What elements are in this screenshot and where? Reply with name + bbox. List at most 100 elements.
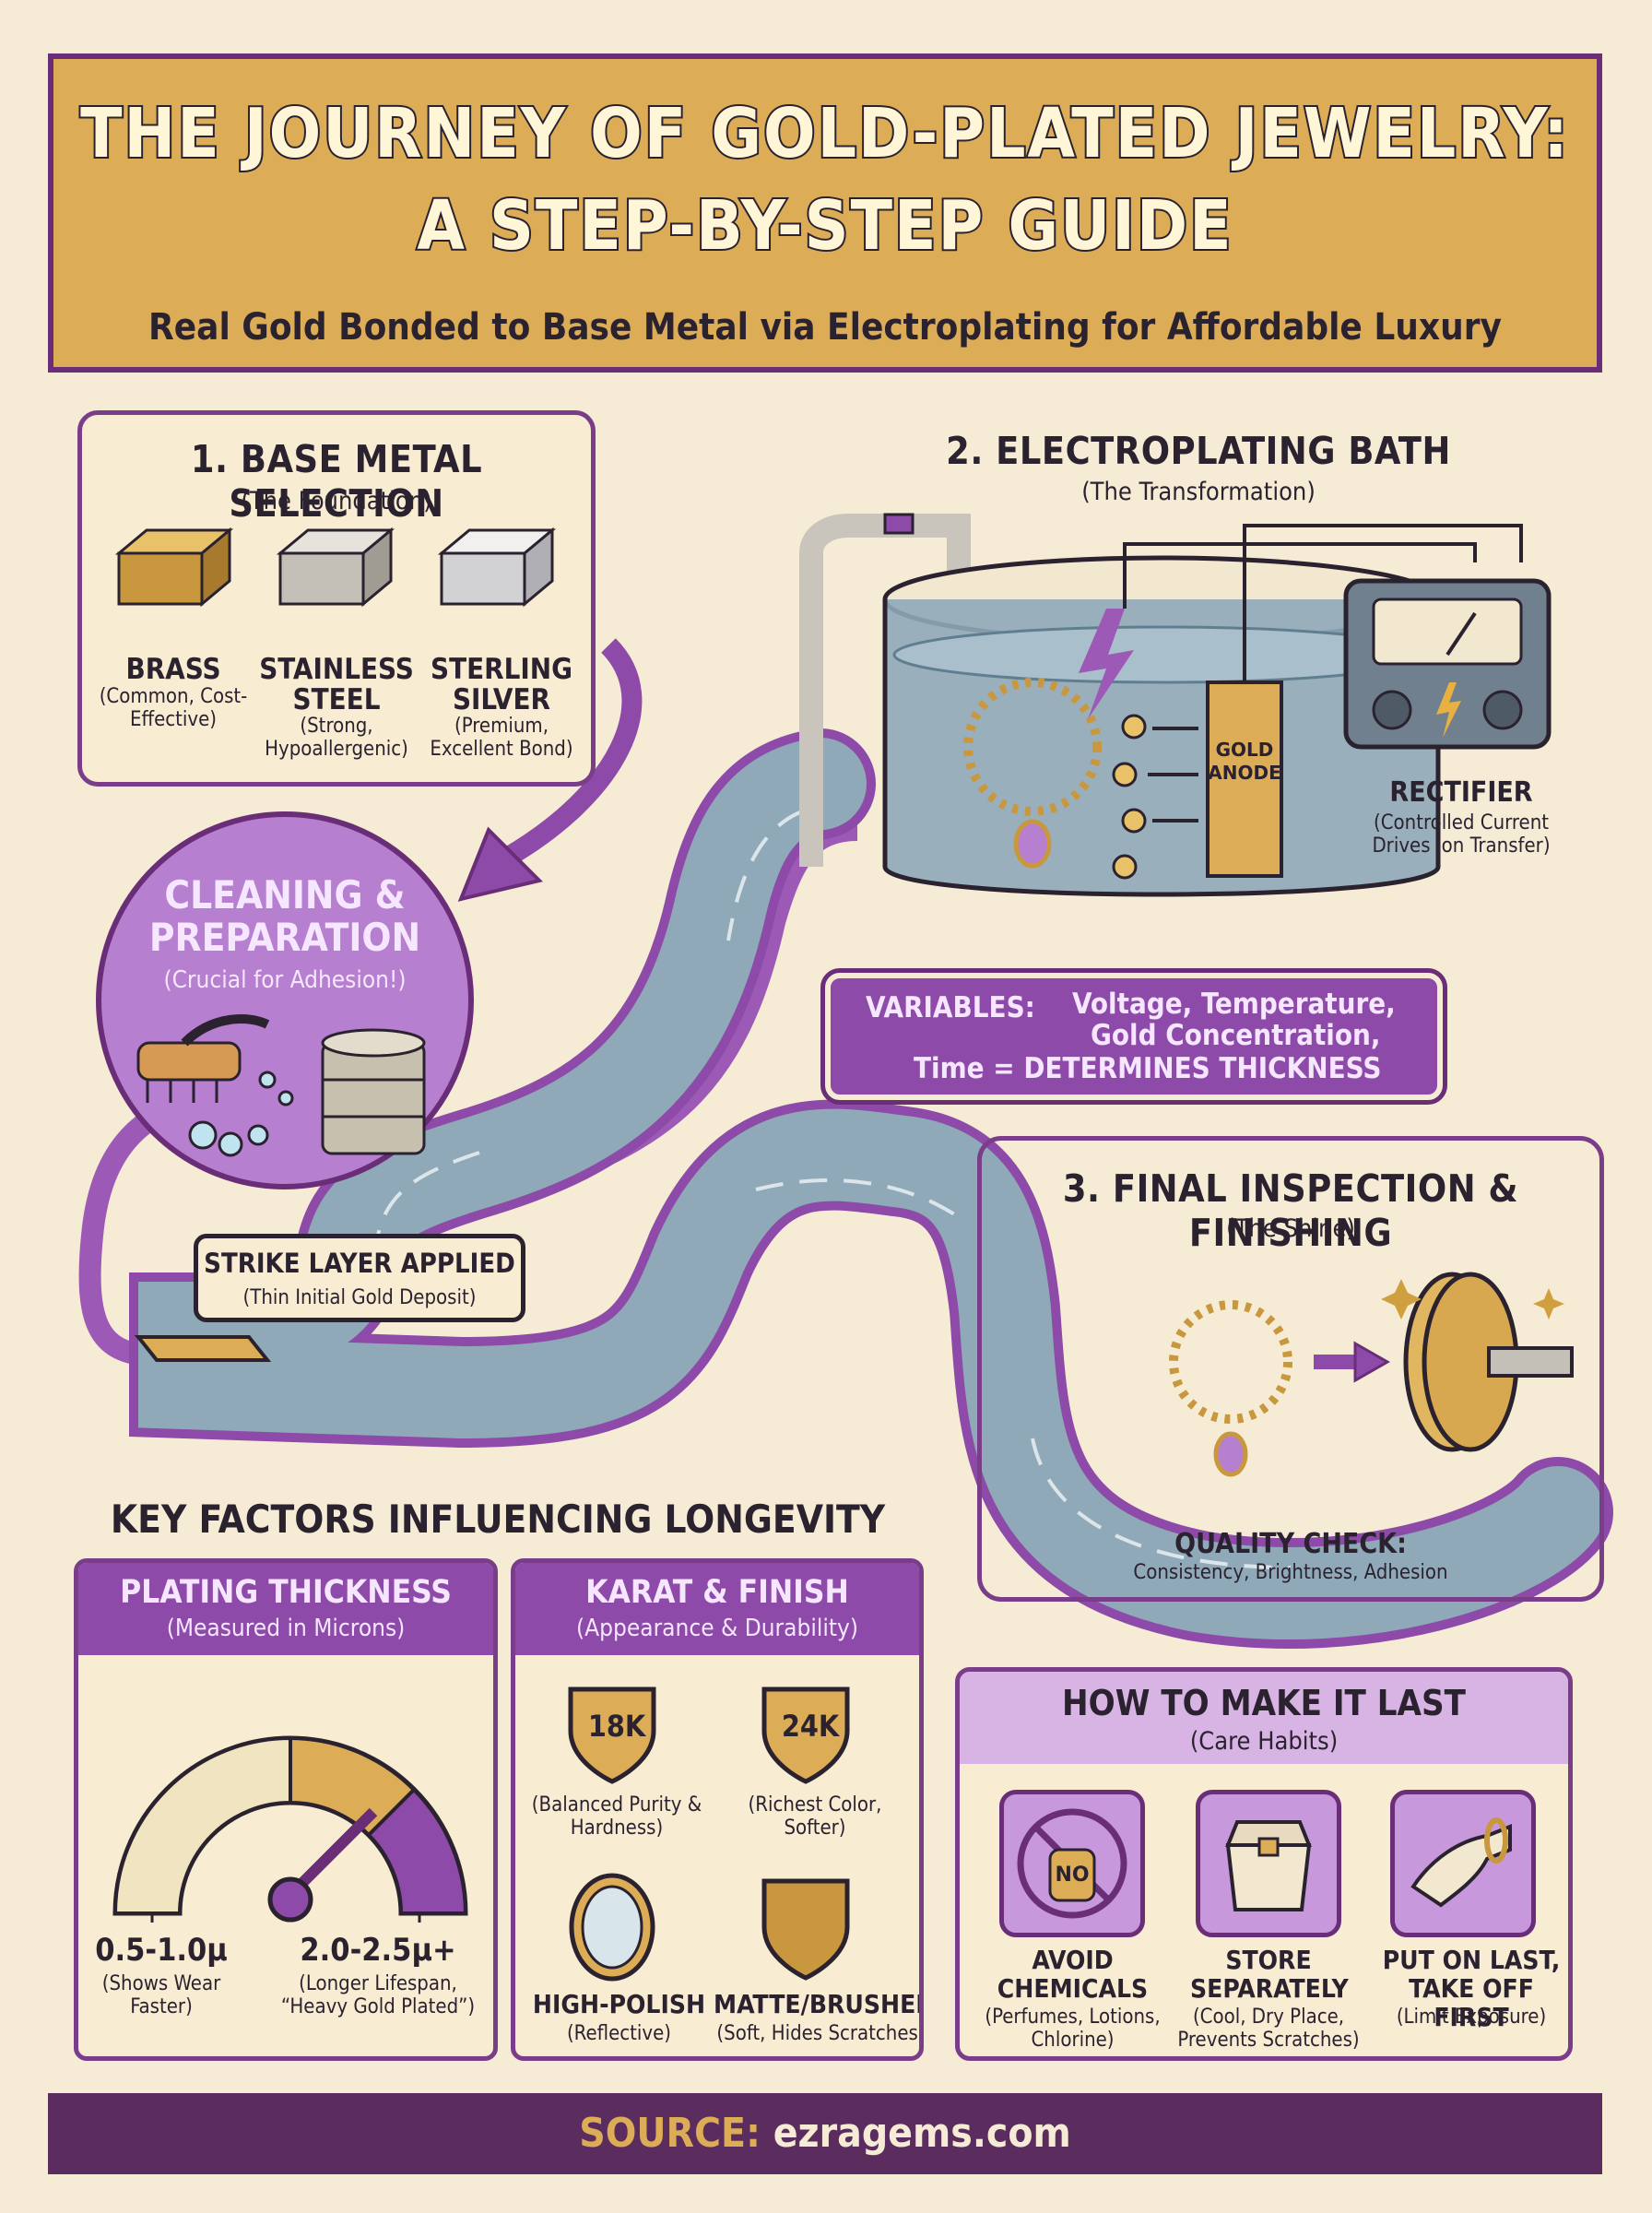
karat-heading: KARAT & FINISH	[585, 1574, 849, 1611]
rectifier-desc-1: (Controlled Current	[1374, 811, 1549, 834]
step1-sub: (The Foundation)	[241, 487, 432, 515]
cleaning-heading-line1: CLEANING &	[164, 872, 406, 917]
karat-24k-name: 24K	[781, 1709, 840, 1744]
cleaning-circle: CLEANING & PREPARATION (Crucial for Adhe…	[96, 811, 474, 1189]
cleaning-icons	[136, 1014, 426, 1157]
care-item-3-title: PUT ON LAST, TAKE OFF FIRST	[1382, 1945, 1561, 2032]
karat-18k-desc: (Balanced Purity & Hardness)	[531, 1793, 702, 1840]
cleaning-heading-line2: PREPARATION	[148, 915, 421, 961]
ion-arrows	[1148, 727, 1198, 822]
karat-panel: KARAT & FINISH (Appearance & Durability)…	[511, 1558, 924, 2061]
step2-sub: (The Transformation)	[1081, 478, 1316, 506]
care-item-2-desc: (Cool, Dry Place, Prevents Scratches)	[1177, 2006, 1360, 2053]
metal-steel-name: STAINLESS STEEL	[259, 653, 414, 716]
finish-polish-name: HIGH-POLISH	[532, 1989, 706, 2019]
source-footer: SOURCE: ezragems.com	[48, 2093, 1602, 2174]
flow-arrow-1	[502, 638, 643, 867]
river-water	[138, 738, 1604, 1640]
variables-callout: VARIABLES: Voltage, Temperature, Gold Co…	[820, 968, 1447, 1105]
metal-silver: STERLING SILVER (Premium, Excellent Bond…	[416, 655, 587, 762]
flow-arrowhead-1	[457, 826, 543, 902]
cleaning-heading: CLEANING & PREPARATION	[101, 872, 468, 961]
care-item-1-desc: (Perfumes, Lotions, Chlorine)	[985, 2006, 1161, 2053]
finish-icons	[569, 1873, 850, 1982]
shield-18k-icon	[568, 1686, 656, 1784]
quality-desc: Consistency, Brightness, Adhesion	[1133, 1561, 1448, 1584]
sparkle-icons	[1381, 1279, 1564, 1320]
thickness-gauge	[112, 1735, 468, 1923]
karat-header: KARAT & FINISH (Appearance & Durability)	[515, 1563, 919, 1655]
rectifier-label: RECTIFIER	[1389, 776, 1533, 809]
strike-plate	[134, 1335, 272, 1362]
meter-icon	[1372, 598, 1523, 666]
metal-steel-desc: (Strong, Hypoallergenic)	[265, 715, 408, 762]
source-link[interactable]: ezragems.com	[773, 2110, 1071, 2157]
care-panel: HOW TO MAKE IT LAST (Care Habits) NO AVO…	[955, 1667, 1573, 2061]
step3-heading: 3. FINAL INSPECTION & FINISHING	[1062, 1166, 1519, 1255]
finish-polish-desc: (Reflective)	[566, 2022, 672, 2045]
care-heading: HOW TO MAKE IT LAST	[1062, 1683, 1466, 1723]
source-label: SOURCE:	[579, 2110, 761, 2157]
care-header: HOW TO MAKE IT LAST (Care Habits)	[960, 1672, 1568, 1764]
karat-sub: (Appearance & Durability)	[576, 1615, 858, 1642]
plating-sub: (Measured in Microns)	[166, 1615, 406, 1642]
gold-ions	[1112, 714, 1147, 880]
thickness-high-desc-1: (Longer Lifespan,	[299, 1972, 457, 1995]
care-item-1-title: AVOID CHEMICALS	[997, 1945, 1149, 2004]
pipe	[799, 514, 971, 867]
metal-brass-desc: (Common, Cost-Effective)	[99, 684, 248, 731]
bolt-icon	[1436, 682, 1461, 738]
electroplating-tank: GOLD ANODE	[799, 513, 1523, 897]
finish-matte-name: MATTE/BRUSHED	[714, 1989, 924, 2019]
lightning-icon	[1079, 609, 1134, 719]
source-line: SOURCE: ezragems.com	[48, 2110, 1602, 2157]
valve-icon	[883, 513, 914, 535]
step1-heading: 1. BASE METAL SELECTION	[190, 437, 483, 526]
care-sub: (Care Habits)	[1189, 1727, 1339, 1756]
metal-brass-name: BRASS	[125, 653, 221, 686]
gauge-low-segment	[112, 1735, 292, 1915]
metal-silver-name: STERLING SILVER	[430, 653, 573, 716]
bubbles-icon	[188, 1071, 294, 1157]
step2-heading: 2. ELECTROPLATING BATH	[946, 429, 1451, 473]
necklace-finish-icon	[1169, 1300, 1292, 1424]
strike-heading: STRIKE LAYER APPLIED	[204, 1248, 515, 1279]
metal-blocks	[114, 527, 557, 608]
knob-2-icon	[1482, 690, 1523, 730]
metal-silver-desc: (Premium, Excellent Bond)	[430, 715, 573, 762]
step1-panel: 1. BASE METAL SELECTION (The Foundation)…	[77, 410, 596, 787]
step3-panel: 3. FINAL INSPECTION & FINISHING (The Shi…	[977, 1136, 1604, 1602]
wire-1	[1243, 524, 1523, 682]
variables-line2: Gold Concentration,	[1091, 1019, 1381, 1052]
care-item-3-desc: (Limit Exposure)	[1396, 2006, 1547, 2029]
metal-brass: BRASS (Common, Cost-Effective)	[95, 655, 252, 731]
shield-24k-icon	[761, 1686, 850, 1784]
variables-label: VARIABLES:	[866, 991, 1035, 1024]
plating-heading: PLATING THICKNESS	[120, 1574, 452, 1611]
thickness-low-desc: (Shows Wear Faster)	[101, 1972, 221, 2019]
thickness-low-value: 0.5-1.0µ	[95, 1932, 228, 1969]
key-factors-heading: KEY FACTORS INFLUENCING LONGEVITY	[110, 1497, 886, 1542]
subtitle: Real Gold Bonded to Base Metal via Elect…	[148, 306, 1502, 349]
finish-matte-desc: (Soft, Hides Scratches)	[716, 2022, 924, 2045]
anode-label-2: ANODE	[1208, 762, 1280, 784]
store-separately-icon	[1196, 1790, 1341, 1937]
title-line-2: A STEP-BY-STEP GUIDE	[415, 184, 1233, 267]
plating-header: PLATING THICKNESS (Measured in Microns)	[78, 1563, 493, 1655]
no-label: NO	[1055, 1864, 1089, 1887]
gauge-high-segment	[366, 1787, 468, 1915]
barrel-icon	[321, 1028, 426, 1155]
variables-line1: Voltage, Temperature,	[1072, 988, 1396, 1021]
steel-block-icon	[276, 527, 395, 608]
finishing-illustration	[1169, 1272, 1574, 1477]
wire-2	[1123, 542, 1477, 609]
rectifier-device	[1343, 578, 1552, 750]
put-on-last-icon	[1390, 1790, 1536, 1937]
karat-shields	[568, 1686, 850, 1784]
necklace-icon	[963, 678, 1102, 816]
pendant-icon	[1013, 819, 1052, 869]
step3-sub: (The Shine)	[1226, 1214, 1355, 1243]
care-item-2-title: STORE SEPARATELY	[1190, 1945, 1349, 2004]
gauge-needle	[286, 1807, 378, 1899]
rectifier-desc: (Controlled Current Drives Ion Transfer)	[1328, 811, 1595, 858]
